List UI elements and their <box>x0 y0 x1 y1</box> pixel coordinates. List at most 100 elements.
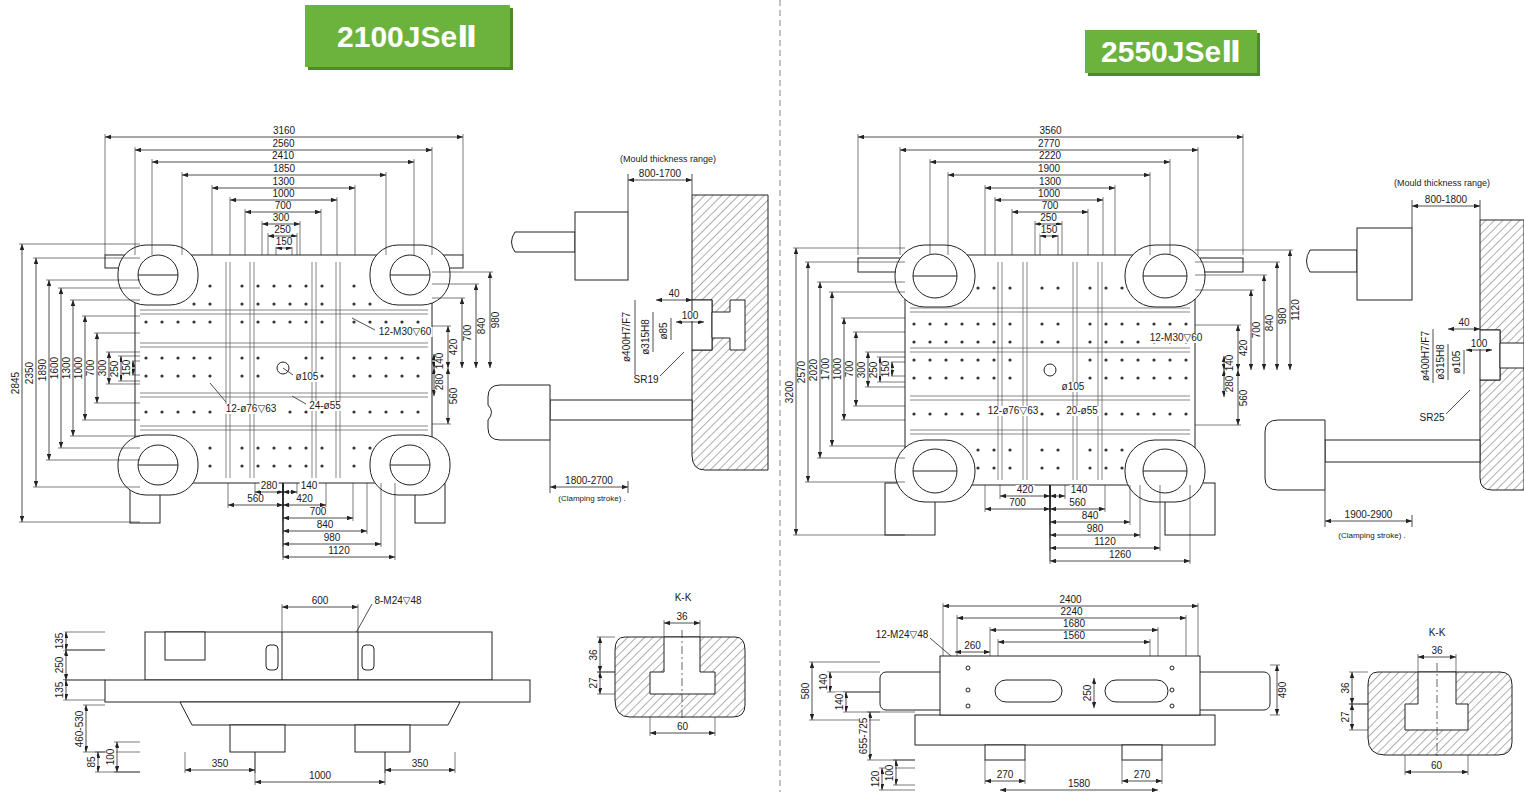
side-view-right <box>1480 220 1524 490</box>
bolt-hole <box>976 286 979 289</box>
extension-line <box>715 717 716 736</box>
bolt-hole <box>304 446 307 449</box>
bolt-hole <box>1168 322 1171 325</box>
dimension-label: 600 <box>311 596 330 606</box>
dimension-label: 140 <box>835 693 845 712</box>
callout-label: (Clamping stroke) . <box>557 495 627 503</box>
bolt-hole <box>160 356 163 359</box>
front-view-right <box>995 680 1062 702</box>
extension-line <box>985 760 986 784</box>
extension-line <box>1349 730 1368 731</box>
bolt-hole <box>992 322 995 325</box>
extension-line <box>879 790 915 791</box>
dimension-label: 1120 <box>1291 298 1301 322</box>
extension-line <box>1025 760 1026 784</box>
dimension-line <box>1405 772 1468 773</box>
callout-label: ø400H7/F7 <box>622 311 632 363</box>
dimension-label: 60 <box>676 722 689 732</box>
bolt-hole <box>1152 376 1155 379</box>
extension-line <box>381 483 382 547</box>
dimension-label: 250 <box>869 360 879 379</box>
extension-line <box>1130 485 1131 525</box>
extension-line <box>1349 672 1368 673</box>
bolt-hole <box>944 412 947 415</box>
bolt-hole <box>1152 322 1155 325</box>
extension-line <box>853 406 905 407</box>
t-slot-line <box>140 393 428 394</box>
dimension-line <box>896 760 897 785</box>
dimension-label: 1120 <box>327 546 351 556</box>
extension-line <box>597 672 615 673</box>
dimension-label: 60 <box>1430 761 1443 771</box>
extension-line <box>1162 760 1163 784</box>
bolt-hole <box>1120 466 1123 469</box>
bolt-hole <box>1104 412 1107 415</box>
extension-line <box>809 720 880 721</box>
bolt-hole <box>960 376 963 379</box>
t-slot-section <box>682 630 683 720</box>
dimension-label: 140 <box>1225 354 1235 373</box>
t-slot-line <box>910 400 1190 401</box>
extension-line <box>118 381 140 382</box>
dimension-label: 980 <box>1278 307 1288 326</box>
callout-label: 8-M24▽48 <box>373 596 422 606</box>
callout-label: K-K <box>674 593 693 603</box>
side-view-right <box>1265 200 1524 527</box>
model-name: 2550JSeⅡ <box>1101 35 1241 68</box>
extension-line <box>1088 209 1089 255</box>
dimension-label: 3560 <box>1038 126 1062 136</box>
extension-line <box>700 620 701 637</box>
dimension-line <box>948 175 1150 176</box>
t-slot-line <box>312 262 313 478</box>
dimension-label: 560 <box>1239 388 1249 407</box>
dimension-line <box>1050 522 1130 523</box>
dimension-line <box>182 175 386 176</box>
dimension-line <box>1352 672 1353 704</box>
dimension-line <box>66 632 67 650</box>
callout-label: ø85 <box>659 321 669 340</box>
bolt-hole <box>208 302 211 305</box>
extension-line <box>1349 704 1368 705</box>
extension-line <box>63 700 105 701</box>
extension-line <box>827 672 880 673</box>
bolt-hole <box>304 302 307 305</box>
callout-label: 20-ø55 <box>1065 406 1099 416</box>
bolt-hole <box>160 410 163 413</box>
dimension-line <box>550 487 628 488</box>
extension-line <box>63 632 105 633</box>
bolt-hole <box>144 410 147 413</box>
bolt-hole <box>384 356 387 359</box>
extension-line <box>1195 425 1241 426</box>
dimension-label: 655-725 <box>859 717 869 756</box>
dimension-line <box>846 692 847 712</box>
extension-line <box>70 436 140 437</box>
dimension-line <box>600 637 601 672</box>
bolt-hole <box>1040 466 1043 469</box>
front-view-left <box>362 645 374 670</box>
extension-line <box>83 705 105 706</box>
leader-line <box>1446 390 1470 414</box>
extension-line <box>82 316 140 317</box>
bolt-hole <box>256 464 259 467</box>
dimension-label: 1300 <box>1038 177 1062 187</box>
dimension-label: 1300 <box>271 177 295 187</box>
extension-line <box>1012 209 1013 255</box>
dimension-label: 2770 <box>1037 139 1061 149</box>
dimension-label: 280 <box>1225 374 1235 393</box>
callout-label: (Clamping stroke) . <box>1337 532 1407 540</box>
extension-line <box>58 448 140 449</box>
extension-line <box>1456 654 1457 672</box>
bolt-hole <box>1008 448 1011 451</box>
bolt-hole <box>272 302 275 305</box>
dimension-line <box>1000 790 1158 791</box>
front-view-left <box>180 702 460 725</box>
bolt-hole <box>960 358 963 361</box>
bolt-hole <box>1120 376 1123 379</box>
extension-line <box>867 760 915 761</box>
bolt-hole <box>368 302 371 305</box>
dimension-line <box>955 652 990 653</box>
extension-line <box>817 282 905 283</box>
side-view-right <box>1480 330 1500 380</box>
bolt-hole <box>384 410 387 413</box>
